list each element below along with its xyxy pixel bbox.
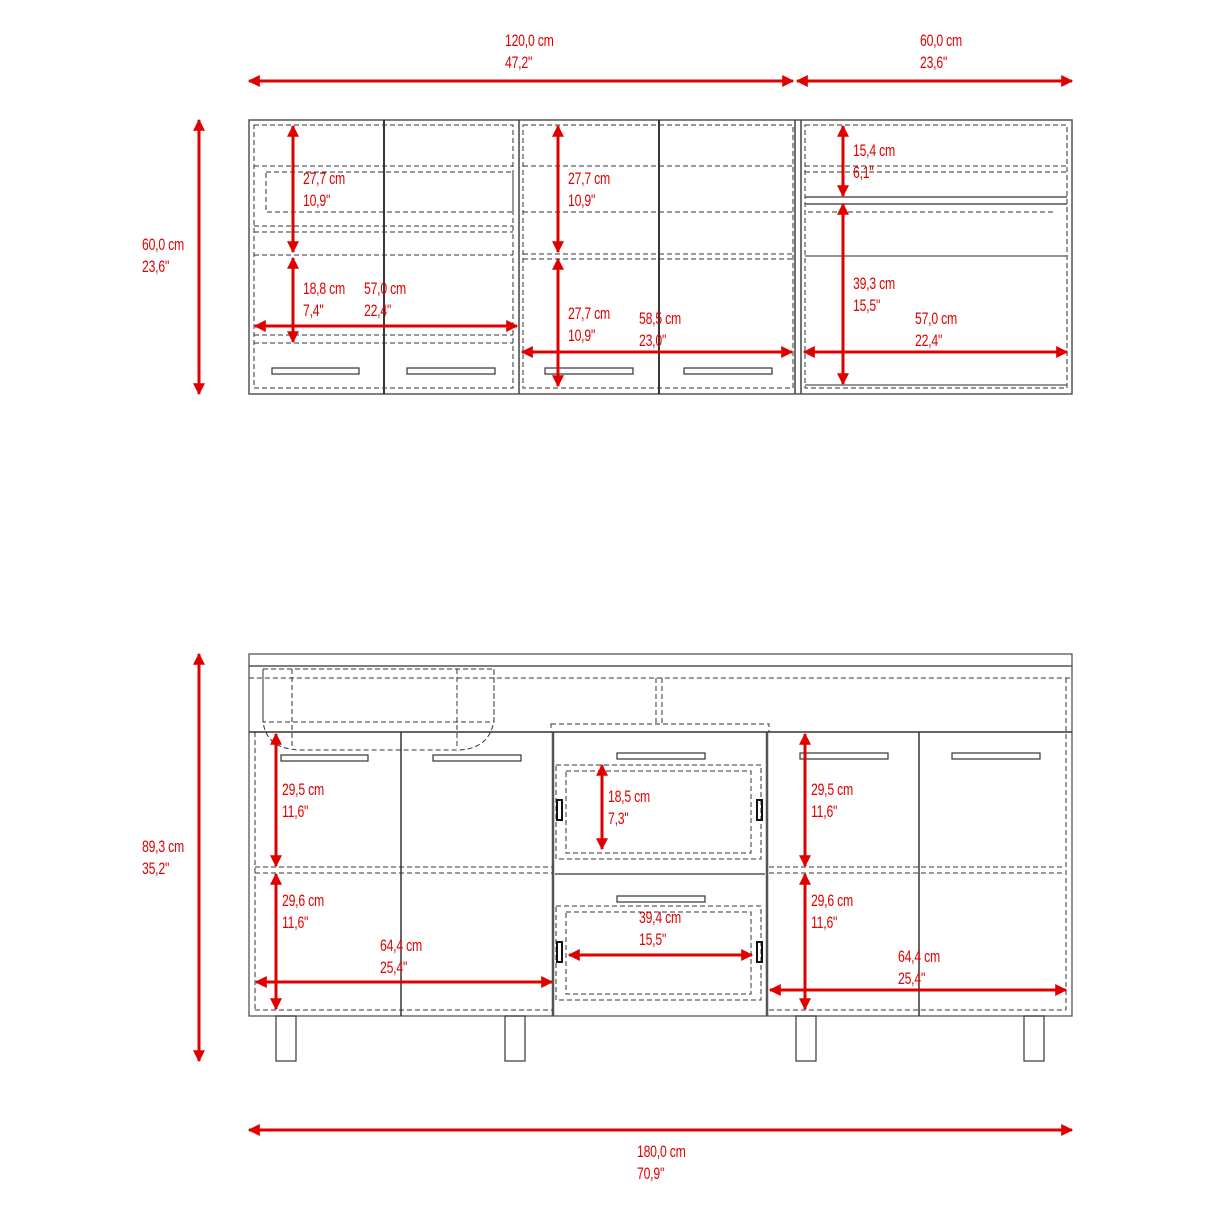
left-upper-label: 29,5 cm 11,6" (282, 779, 324, 823)
dimension-in: 47,2" (505, 53, 533, 72)
dimension-in: 15,5" (853, 296, 881, 315)
sink-outline (249, 668, 1072, 1011)
s1-width-label: 57,0 cm 22,4" (364, 278, 406, 322)
left-lower-label: 29,6 cm 11,6" (282, 890, 324, 934)
dimension-cm: 27,7 cm (568, 169, 611, 188)
lower-width-label: 180,0 cm 70,9" (637, 1141, 686, 1185)
dimension-in: 70,9" (637, 1164, 665, 1183)
dimension-in: 35,2" (142, 859, 170, 878)
drawer-slide-icon (556, 799, 763, 963)
dimension-in: 11,6" (282, 913, 309, 932)
dimension-cm: 27,7 cm (303, 169, 346, 188)
upper-width-left-label: 120,0 cm 47,2" (505, 30, 554, 74)
dimension-in: 7,4" (303, 301, 324, 320)
dimension-cm: 18,8 cm (303, 279, 346, 298)
dimension-in: 10,9" (568, 326, 596, 345)
left-width-label: 64,4 cm 25,4" (380, 935, 422, 979)
right-lower-label: 29,6 cm 11,6" (811, 890, 853, 934)
dimension-cm: 27,7 cm (568, 304, 611, 323)
upper-height-label: 60,0 cm 23,6" (142, 234, 184, 278)
dimension-cm: 57,0 cm (915, 309, 958, 328)
legs (275, 1015, 1045, 1062)
dimension-cm: 39,4 cm (639, 908, 682, 927)
s2-lower-shelf-label: 27,7 cm 10,9" (568, 303, 610, 347)
dimension-cm: 29,5 cm (282, 780, 325, 799)
dimension-in: 25,4" (898, 969, 926, 988)
dimension-cm: 15,4 cm (853, 141, 896, 160)
dimension-in: 11,6" (811, 913, 838, 932)
dimension-cm: 89,3 cm (142, 837, 185, 856)
dimension-in: 7,3" (608, 809, 629, 828)
dimension-in: 22,4" (915, 331, 943, 350)
lower-height-label: 89,3 cm 35,2" (142, 836, 184, 880)
dimension-in: 23,0" (639, 331, 667, 350)
upper-width-right-label: 60,0 cm 23,6" (920, 30, 962, 74)
s3-upper-label: 15,4 cm 6,1" (853, 140, 895, 184)
dimension-cm: 58,5 cm (639, 309, 682, 328)
s3-width-label: 57,0 cm 22,4" (915, 308, 957, 352)
drawer-width-label: 39,4 cm 15,5" (639, 907, 681, 951)
dimension-in: 22,4" (364, 301, 392, 320)
dimension-in: 23,6" (142, 257, 170, 276)
dimension-cm: 29,6 cm (811, 891, 854, 910)
drawer-height-label: 18,5 cm 7,3" (608, 786, 650, 830)
s1-upper-shelf-label: 27,7 cm 10,9" (303, 168, 345, 212)
dimension-cm: 18,5 cm (608, 787, 651, 806)
dimension-cm: 29,5 cm (811, 780, 854, 799)
dimension-cm: 29,6 cm (282, 891, 325, 910)
lower-dimension-arrows (193, 652, 1074, 1136)
dimension-cm: 64,4 cm (898, 947, 941, 966)
s1-lower-shelf-label: 18,8 cm 7,4" (303, 278, 345, 322)
s2-width-label: 58,5 cm 23,0" (639, 308, 681, 352)
dimension-in: 10,9" (303, 191, 331, 210)
handle-icon (280, 752, 1041, 903)
s2-upper-shelf-label: 27,7 cm 10,9" (568, 168, 610, 212)
dimension-cm: 57,0 cm (364, 279, 407, 298)
lower-cabinet (248, 653, 1073, 1062)
dimension-cm: 64,4 cm (380, 936, 423, 955)
dimension-cm: 180,0 cm (637, 1142, 686, 1161)
dimension-in: 11,6" (811, 802, 838, 821)
dimension-cm: 120,0 cm (505, 31, 554, 50)
countertop (248, 653, 1073, 667)
s3-lower-label: 39,3 cm 15,5" (853, 273, 895, 317)
dimension-cm: 60,0 cm (920, 31, 963, 50)
dimension-in: 15,5" (639, 930, 667, 949)
dimension-cm: 39,3 cm (853, 274, 896, 293)
dimension-in: 23,6" (920, 53, 948, 72)
right-width-label: 64,4 cm 25,4" (898, 946, 940, 990)
upper-dimension-arrows (193, 75, 1074, 396)
dimension-in: 11,6" (282, 802, 309, 821)
dimension-in: 6,1" (853, 163, 874, 182)
dimension-in: 25,4" (380, 958, 408, 977)
right-upper-label: 29,5 cm 11,6" (811, 779, 853, 823)
dimension-in: 10,9" (568, 191, 596, 210)
handle-icon (271, 367, 773, 375)
dimension-cm: 60,0 cm (142, 235, 185, 254)
